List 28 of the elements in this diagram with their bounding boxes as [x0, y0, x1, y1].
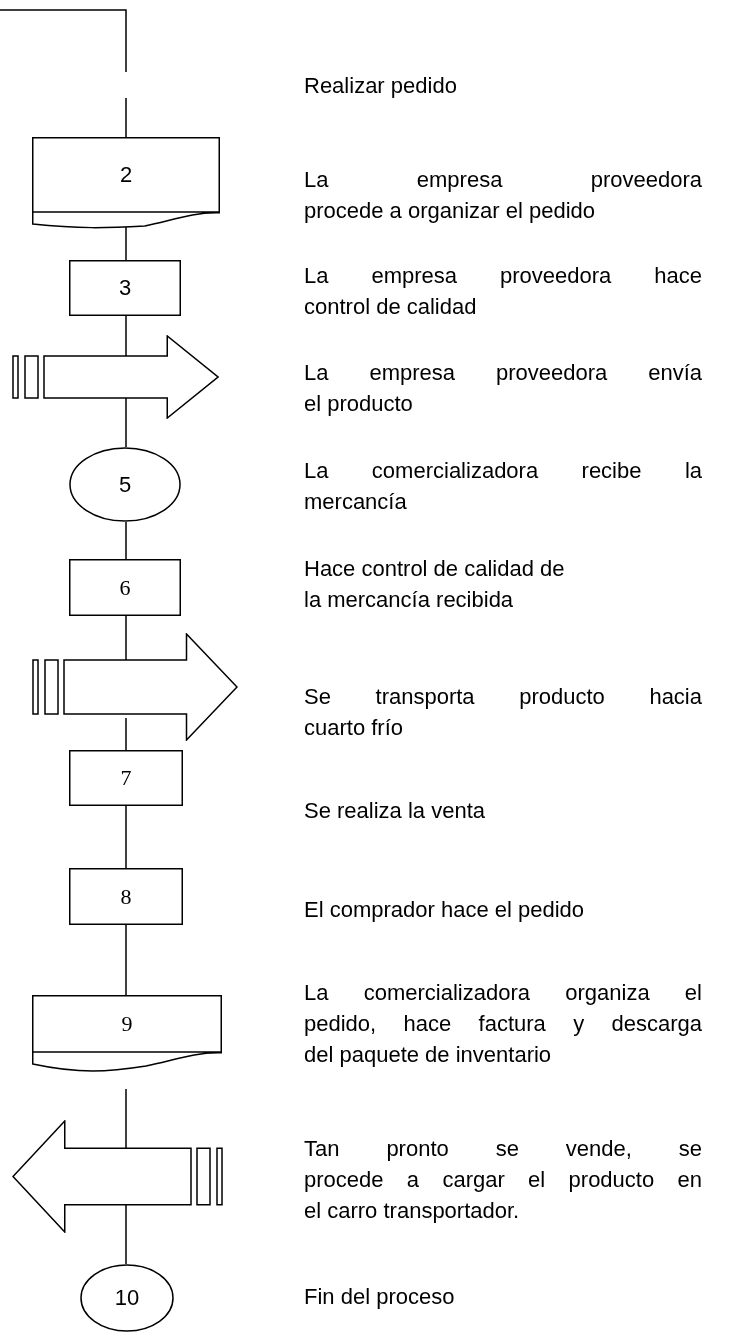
connector-line [125, 315, 127, 357]
step-number: 6 [119, 576, 131, 599]
step-description: La empresa proveedora hace control de calidad [304, 262, 702, 321]
step-description: Fin del proceso [304, 1283, 456, 1311]
connector-line [125, 924, 127, 996]
step-description: La empresa proveedora procede a organizar el pedido [304, 166, 702, 225]
step-number: 10 [114, 1287, 140, 1309]
step-description: La empresa proveedora envía el producto [304, 359, 702, 418]
step-description: Tan pronto se vende, se procede a cargar el producto en el carro transportador. [304, 1135, 702, 1225]
step-description: Hace control de calidad de la mercancía recibida [304, 555, 566, 614]
step-description: La comercializadora organiza el pedido, hace factura y descarga del paquete de inventario [304, 979, 702, 1069]
step-number: 8 [120, 885, 132, 908]
step-number: 9 [121, 1012, 133, 1035]
step-description: La comercializadora recibe la mercancía [304, 457, 702, 516]
connector-line [125, 1204, 127, 1265]
step-number: 3 [118, 277, 132, 299]
step-description: El comprador hace el pedido [304, 896, 586, 924]
step-description: Se transporta producto hacia cuarto frío [304, 683, 702, 742]
step-number: 5 [118, 473, 132, 496]
connector-line [0, 9, 127, 138]
connector-line [125, 717, 127, 751]
step-description: Se realiza la venta [304, 797, 486, 825]
connector-line [125, 521, 127, 560]
step-number: 7 [120, 767, 132, 789]
connector-line [125, 1088, 127, 1149]
step-number: 2 [119, 163, 133, 186]
connector-line [125, 805, 127, 869]
step-description: Realizar pedido [304, 72, 458, 100]
